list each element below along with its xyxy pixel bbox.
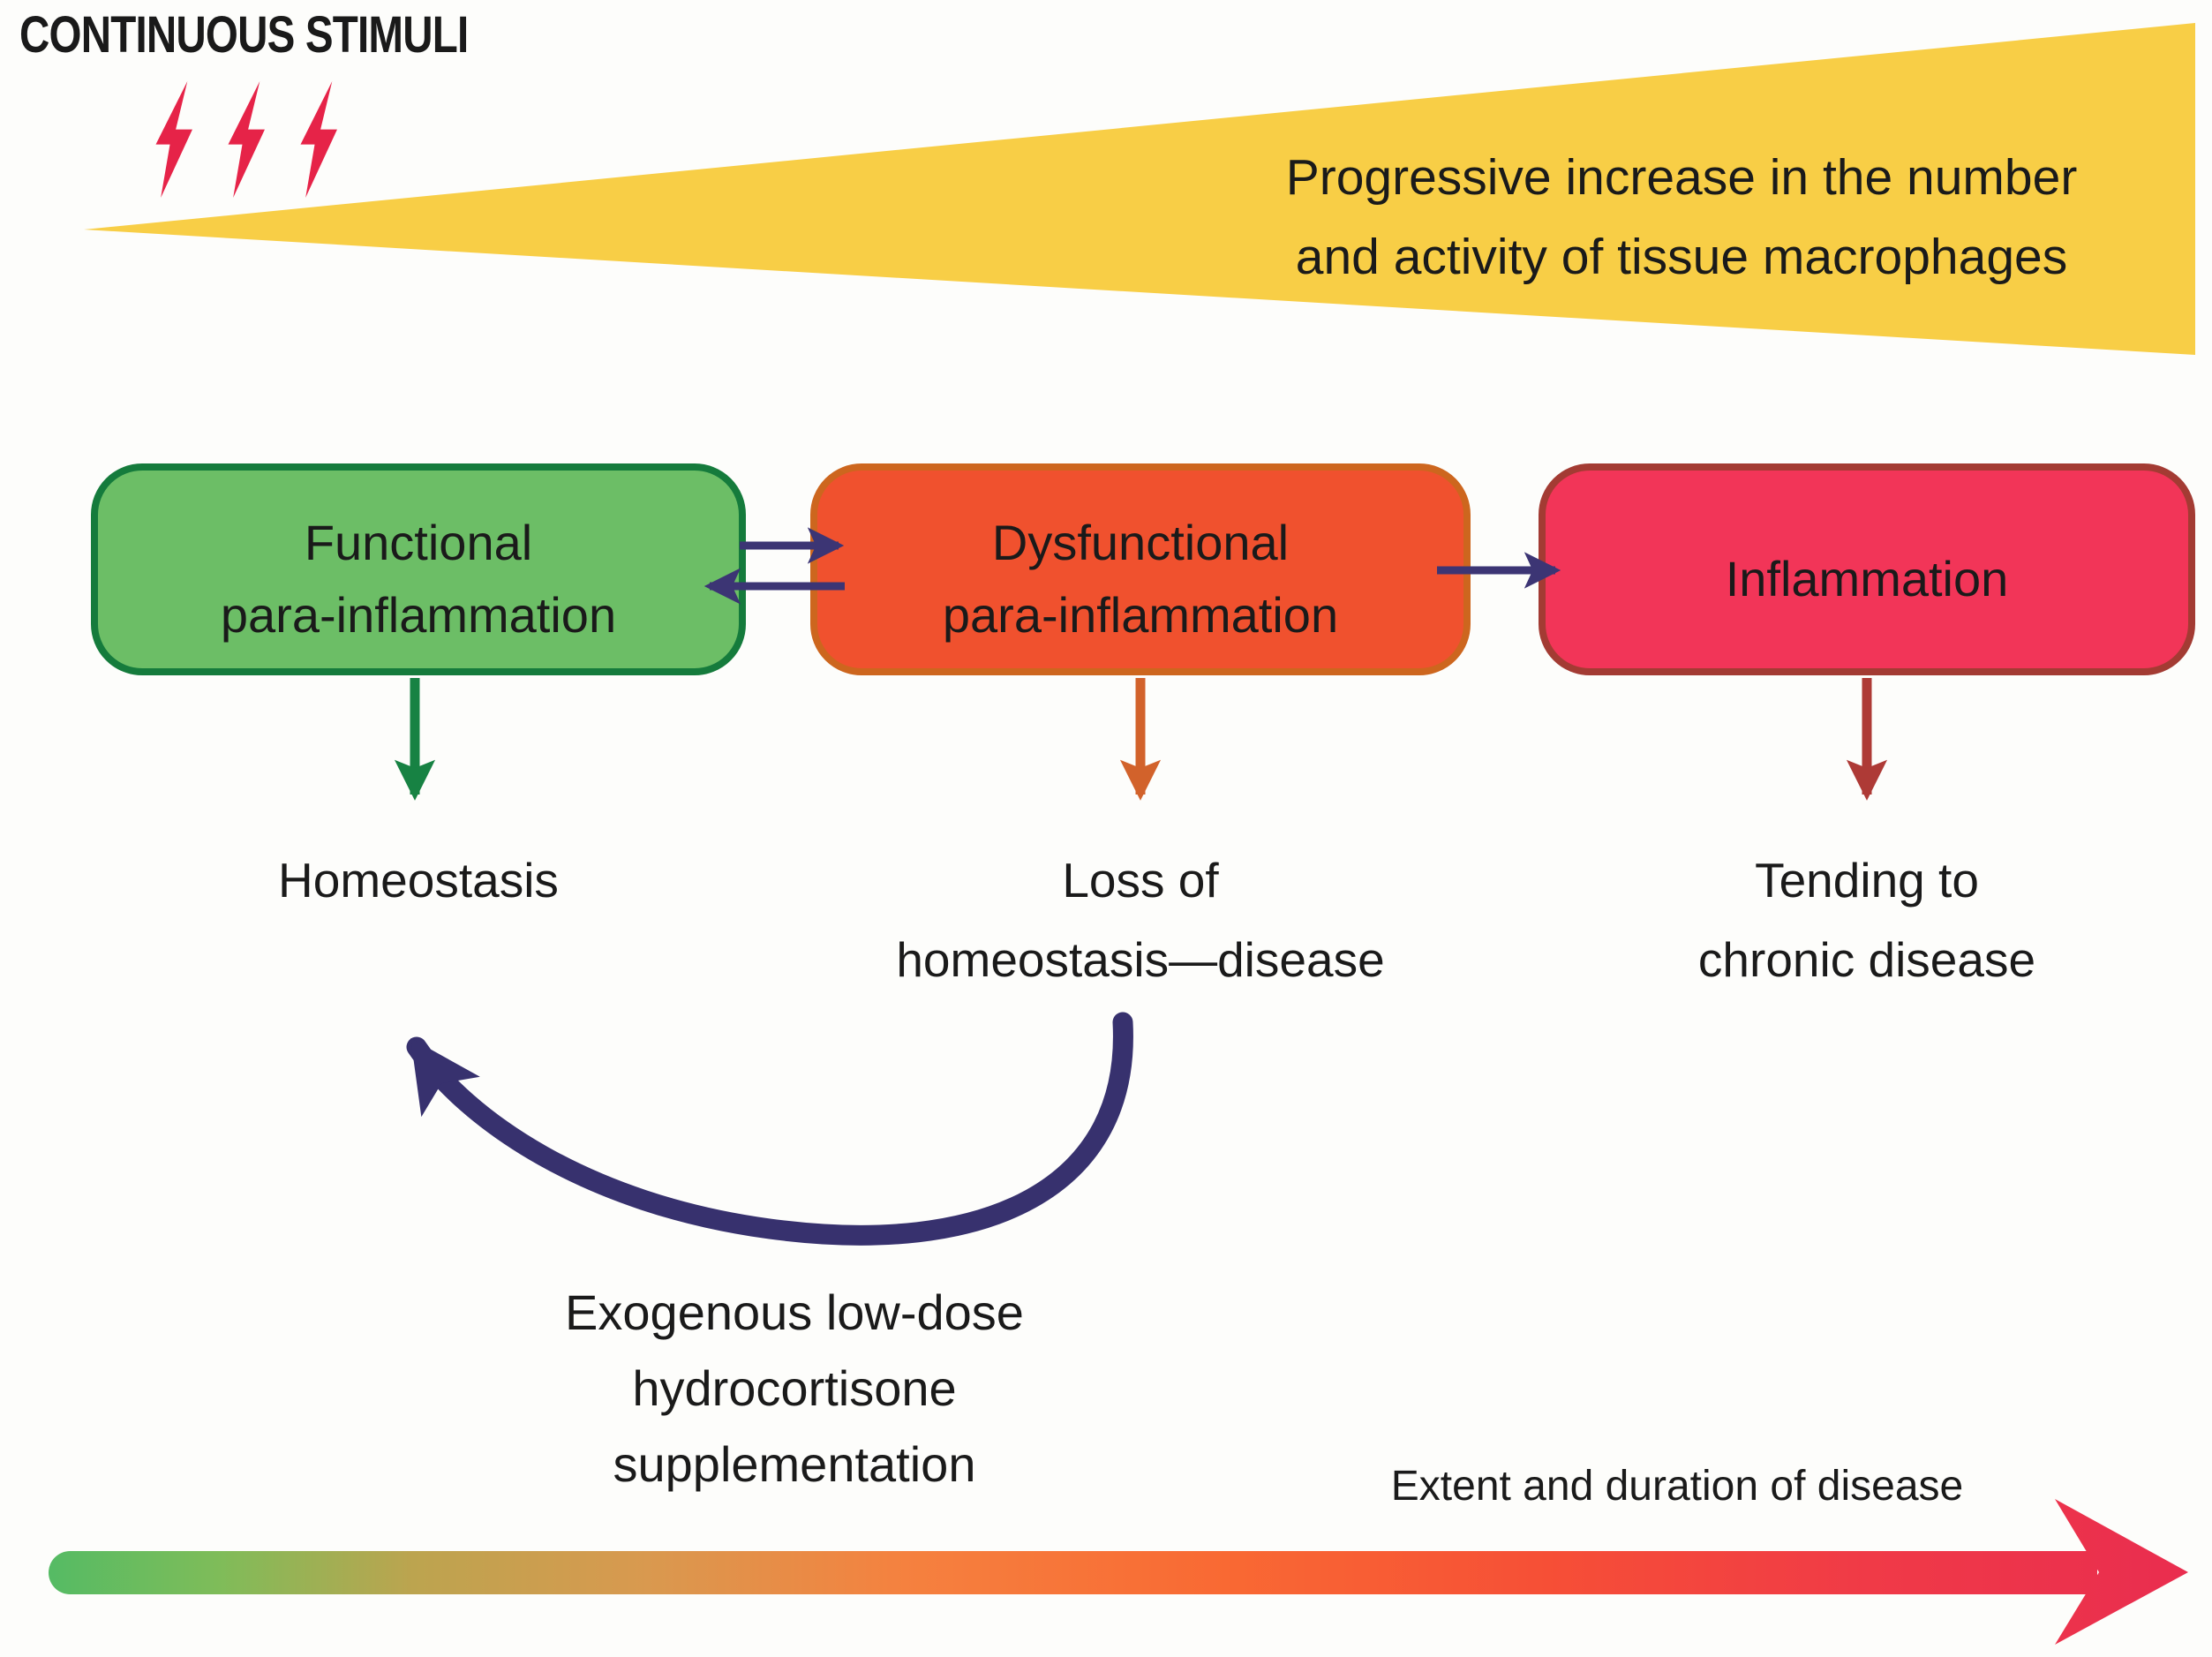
outcome-line: Tending to xyxy=(1755,853,1979,908)
outcome-line: Homeostasis xyxy=(278,853,559,908)
outcome-line: homeostasis—disease xyxy=(896,932,1385,987)
wedge-label-line: and activity of tissue macrophages xyxy=(1295,229,2068,285)
stage-box-inflammation: Inflammation xyxy=(1539,463,2195,675)
stage-label-line: Dysfunctional xyxy=(991,515,1290,570)
outcome-line: chronic disease xyxy=(1697,932,2036,987)
feedback-label-hydrocortisone: Exogenous low-dose hydrocortisone supple… xyxy=(353,1275,1236,1503)
macrophage-wedge-label: Progressive increase in the number and a… xyxy=(1152,138,2211,297)
stage-label-line: para-inflammation xyxy=(942,587,1339,643)
feedback-curve-arrow xyxy=(406,1012,1133,1246)
outcome-label-homeostasis: Homeostasis xyxy=(91,840,746,920)
timeline-label: Extent and duration of disease xyxy=(1390,1463,1964,1510)
stage-label-line: Functional xyxy=(304,515,533,570)
stage-box-dysfunctional-para-inflammation: Dysfunctional para-inflammation xyxy=(810,463,1471,675)
outcome-label-chronic-disease: Tending to chronic disease xyxy=(1539,840,2195,999)
stage-label-line: Inflammation xyxy=(1725,551,2009,606)
timeline-arrowhead xyxy=(2055,1499,2188,1645)
feedback-line: supplementation xyxy=(613,1436,976,1492)
wedge-label-line: Progressive increase in the number xyxy=(1285,149,2078,206)
stage-box-functional-para-inflammation: Functional para-inflammation xyxy=(91,463,746,675)
lightning-bolt-icon xyxy=(155,81,337,198)
feedback-line: Exogenous low-dose xyxy=(565,1284,1024,1340)
feedback-line: hydrocortisone xyxy=(632,1360,957,1416)
outcome-line: Loss of xyxy=(1062,853,1219,908)
outcome-label-loss-of-homeostasis: Loss of homeostasis—disease xyxy=(810,840,1471,999)
disease-timeline-arrow xyxy=(49,1499,2188,1645)
stage-label-line: para-inflammation xyxy=(220,587,617,643)
figure-title: CONTINUOUS STIMULI xyxy=(19,6,469,64)
